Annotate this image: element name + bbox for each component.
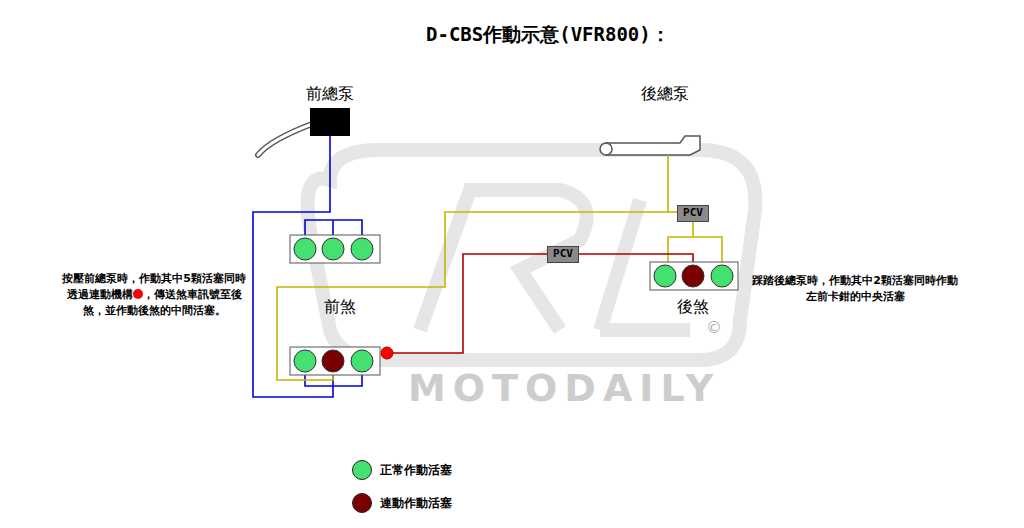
legend-text: 連動作動活塞 bbox=[380, 495, 452, 512]
caliper bbox=[290, 235, 738, 375]
part-label: 前總泵 bbox=[306, 84, 354, 105]
front-lever bbox=[258, 124, 312, 155]
legend-swatch bbox=[352, 493, 372, 513]
legend-swatch bbox=[352, 460, 372, 480]
linked-brake-line bbox=[392, 254, 693, 353]
part-label: 前煞 bbox=[324, 297, 356, 318]
valve-label: PCV bbox=[552, 247, 574, 260]
legend-text: 正常作動活塞 bbox=[380, 462, 452, 479]
part-label: 後總泵 bbox=[641, 84, 689, 105]
note-text: 按壓前總泵時，作動其中5顆活塞同時透過連動機構，傳送煞車訊號至後煞，並作動後煞的… bbox=[58, 271, 250, 319]
note-text: 踩踏後總泵時，作動其中2顆活塞同時作動左前卡鉗的中央活塞 bbox=[748, 273, 962, 305]
link-mechanism bbox=[381, 347, 393, 359]
valve-box: PCV bbox=[547, 246, 579, 263]
valve-label: PCV bbox=[682, 206, 704, 219]
watermark: © bbox=[706, 318, 722, 337]
watermark: MOTODAILY bbox=[408, 366, 720, 410]
valve-box: PCV bbox=[677, 205, 709, 222]
part-label: 後煞 bbox=[677, 297, 709, 318]
link-dot bbox=[133, 289, 143, 299]
rear-pedal bbox=[606, 136, 700, 155]
diagram-title: D-CBS作動示意(VFR800)： bbox=[426, 22, 670, 48]
front-master-cylinder bbox=[310, 108, 350, 136]
